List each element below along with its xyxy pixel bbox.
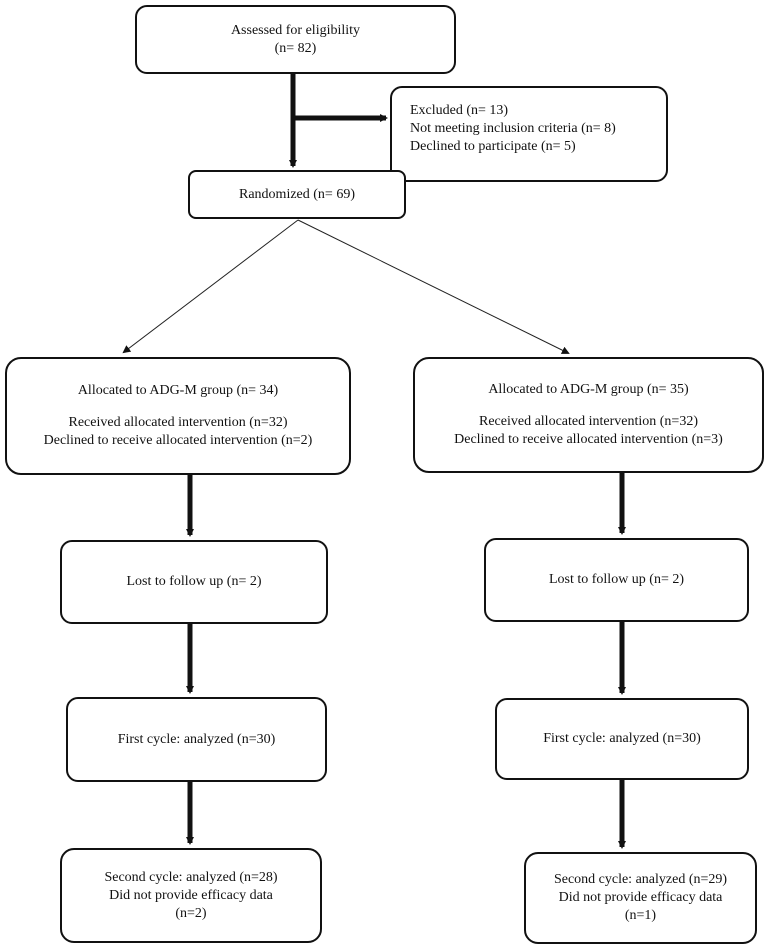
excluded-total: Excluded (n= 13) bbox=[410, 103, 509, 118]
right-first-cycle-box: First cycle: analyzed (n=30) bbox=[495, 698, 749, 780]
right-second-cycle-box: Second cycle: analyzed (n=29) Did not pr… bbox=[524, 852, 757, 944]
right-allocated-box: Allocated to ADG-M group (n= 35) Receive… bbox=[413, 357, 764, 473]
right-declined-label: Declined to receive allocated interventi… bbox=[454, 432, 723, 447]
left-second-cycle-box: Second cycle: analyzed (n=28) Did not pr… bbox=[60, 848, 322, 943]
right-allocated-label: Allocated to ADG-M group (n= 35) bbox=[488, 382, 689, 397]
left-declined-label: Declined to receive allocated interventi… bbox=[43, 433, 313, 448]
left-no-data-count: (n=2) bbox=[175, 905, 207, 921]
left-allocated-label: Allocated to ADG-M group (n= 34) bbox=[77, 383, 279, 398]
arrow-to-right-group bbox=[297, 219, 570, 354]
left-no-data-label: Did not provide efficacy data bbox=[109, 887, 273, 903]
excluded-box: Excluded (n= 13) Not meeting inclusion c… bbox=[390, 86, 668, 182]
excluded-declined: Declined to participate (n= 5) bbox=[410, 139, 576, 154]
assessed-count: (n= 82) bbox=[274, 40, 317, 56]
right-second-cycle-label: Second cycle: analyzed (n=29) bbox=[553, 872, 728, 887]
right-no-data-label: Did not provide efficacy data bbox=[558, 890, 723, 905]
right-lost-label: Lost to follow up (n= 2) bbox=[548, 572, 685, 587]
excluded-inclusion: Not meeting inclusion criteria (n= 8) bbox=[410, 121, 616, 136]
assessed-box: Assessed for eligibility (n= 82) bbox=[135, 5, 456, 74]
randomized-label: Randomized (n= 69) bbox=[239, 186, 355, 202]
right-no-data-count: (n=1) bbox=[624, 908, 657, 923]
left-lost-box: Lost to follow up (n= 2) bbox=[60, 540, 328, 624]
right-received-label: Received allocated intervention (n=32) bbox=[479, 414, 698, 429]
left-received-label: Received allocated intervention (n=32) bbox=[68, 415, 288, 430]
randomized-box: Randomized (n= 69) bbox=[188, 170, 406, 219]
left-second-cycle-label: Second cycle: analyzed (n=28) bbox=[104, 869, 278, 885]
right-lost-box: Lost to follow up (n= 2) bbox=[484, 538, 749, 622]
left-first-cycle-box: First cycle: analyzed (n=30) bbox=[66, 697, 327, 782]
arrow-to-left-group bbox=[122, 219, 299, 354]
assessed-title: Assessed for eligibility bbox=[230, 22, 361, 38]
left-allocated-box: Allocated to ADG-M group (n= 34) Receive… bbox=[5, 357, 351, 475]
left-lost-label: Lost to follow up (n= 2) bbox=[126, 574, 262, 589]
right-first-cycle-label: First cycle: analyzed (n=30) bbox=[543, 731, 701, 746]
left-first-cycle-label: First cycle: analyzed (n=30) bbox=[117, 731, 276, 747]
